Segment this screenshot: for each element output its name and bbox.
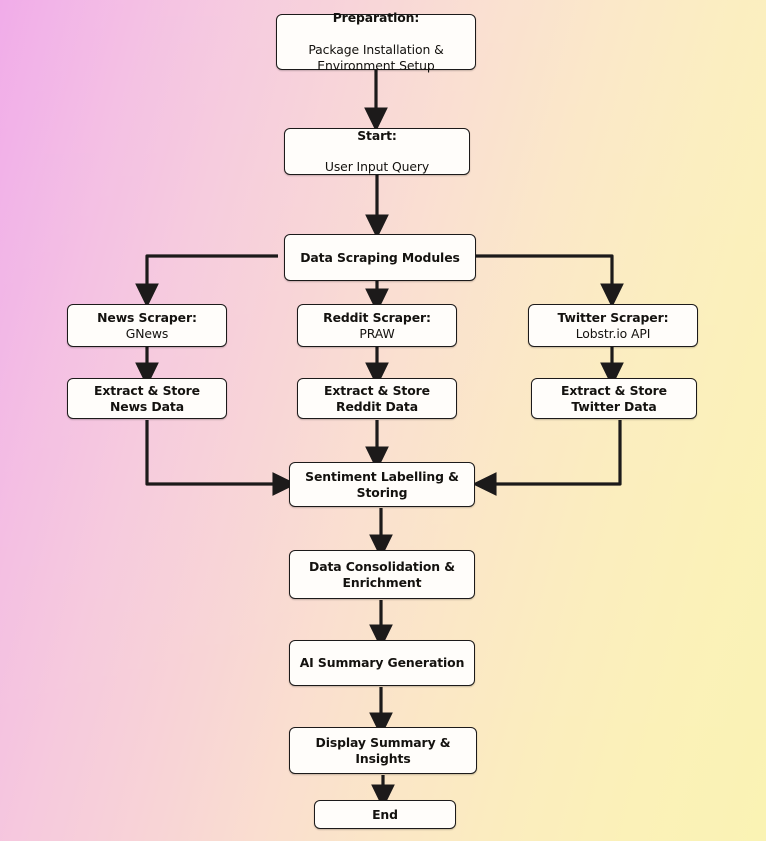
- node-preparation-head: Preparation:: [332, 10, 420, 26]
- node-reddit-scraper-text: Reddit Scraper: PRAW: [306, 310, 448, 342]
- node-start-sub: User Input Query: [324, 159, 430, 175]
- edge-extract-twitter-to-sentiment: [472, 420, 622, 496]
- node-data-consolidation-text: Data Consolidation & Enrichment: [309, 558, 455, 590]
- node-start[interactable]: Start: User Input Query: [284, 128, 470, 175]
- edge-extract-news-to-sentiment: [145, 420, 297, 496]
- node-preparation[interactable]: Preparation: Package Installation & Envi…: [276, 10, 476, 73]
- node-start-text: Start: User Input Query: [325, 112, 429, 191]
- node-ai-summary-text: AI Summary Generation: [299, 655, 465, 671]
- node-twitter-scraper[interactable]: Twitter Scraper: Lobstr.io API: [528, 304, 698, 347]
- node-data-consolidation[interactable]: Data Consolidation & Enrichment: [289, 550, 475, 599]
- node-extract-twitter-text: Extract & Store Twitter Data: [561, 382, 667, 414]
- node-extract-news[interactable]: Extract & Store News Data: [67, 378, 227, 419]
- edge-scraping-to-news: [135, 254, 278, 308]
- node-news-scraper-text: News Scraper: GNews: [76, 310, 218, 342]
- node-news-scraper-value: GNews: [125, 325, 169, 341]
- node-extract-reddit[interactable]: Extract & Store Reddit Data: [297, 378, 457, 419]
- node-end[interactable]: End: [314, 800, 456, 829]
- node-sentiment-labelling-text: Sentiment Labelling & Storing: [305, 468, 459, 500]
- node-data-scraping-modules-text: Data Scraping Modules: [300, 249, 460, 265]
- node-extract-reddit-text: Extract & Store Reddit Data: [324, 382, 430, 414]
- node-sentiment-labelling[interactable]: Sentiment Labelling & Storing: [289, 462, 475, 507]
- node-ai-summary[interactable]: AI Summary Generation: [289, 640, 475, 686]
- node-reddit-scraper[interactable]: Reddit Scraper: PRAW: [297, 304, 457, 347]
- node-start-head: Start:: [357, 127, 397, 143]
- node-news-scraper-label: News Scraper:: [97, 309, 197, 325]
- node-display-summary-text: Display Summary & Insights: [315, 734, 451, 766]
- node-twitter-scraper-label: Twitter Scraper:: [557, 309, 669, 325]
- node-preparation-sub: Package Installation & Environment Setup: [308, 42, 444, 73]
- node-data-scraping-modules[interactable]: Data Scraping Modules: [284, 234, 476, 281]
- node-end-text: End: [372, 806, 398, 822]
- edge-scraping-to-twitter: [476, 254, 624, 308]
- node-extract-twitter[interactable]: Extract & Store Twitter Data: [531, 378, 697, 419]
- node-news-scraper[interactable]: News Scraper: GNews: [67, 304, 227, 347]
- node-twitter-scraper-value: Lobstr.io API: [575, 325, 651, 341]
- node-reddit-scraper-value: PRAW: [359, 325, 395, 341]
- node-extract-news-text: Extract & Store News Data: [94, 382, 200, 414]
- node-twitter-scraper-text: Twitter Scraper: Lobstr.io API: [537, 310, 689, 342]
- node-display-summary[interactable]: Display Summary & Insights: [289, 727, 477, 774]
- node-reddit-scraper-label: Reddit Scraper:: [323, 309, 431, 325]
- node-preparation-text: Preparation: Package Installation & Envi…: [308, 0, 443, 90]
